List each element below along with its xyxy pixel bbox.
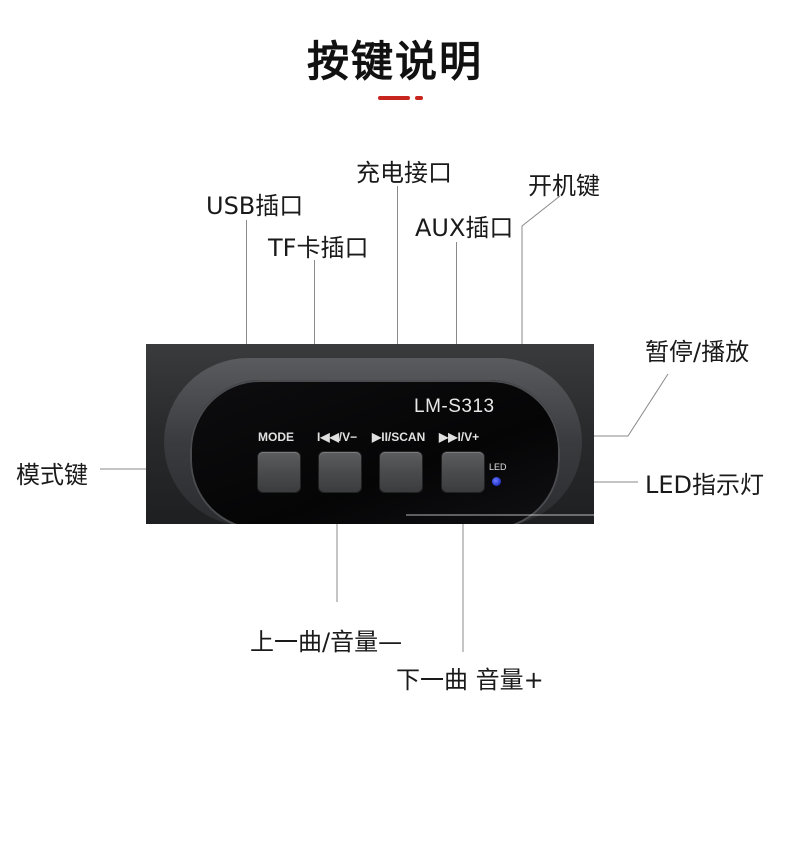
led-indicator bbox=[492, 477, 501, 486]
prev-button-label: I◀◀/V− bbox=[317, 430, 358, 444]
leader-power bbox=[521, 195, 561, 346]
page-title: 按键说明 bbox=[306, 37, 483, 86]
title-underline bbox=[378, 96, 410, 100]
device-face bbox=[190, 380, 560, 524]
callout-next: 下一曲 音量+ bbox=[396, 666, 544, 694]
led-label: LED bbox=[489, 462, 507, 472]
callout-charge: 充电接口 bbox=[356, 159, 452, 187]
callout-led: LED指示灯 bbox=[645, 471, 765, 499]
next-button-label: ▶▶I/V+ bbox=[439, 430, 480, 444]
callout-mode: 模式键 bbox=[16, 461, 88, 489]
leader-charge bbox=[397, 186, 398, 346]
mode-button-label: MODE bbox=[258, 430, 294, 444]
edge-highlight bbox=[406, 514, 594, 516]
play-button-label: ▶II/SCAN bbox=[372, 430, 426, 444]
callout-power: 开机键 bbox=[528, 172, 600, 200]
title-underline-dot bbox=[415, 96, 423, 100]
mode-button[interactable] bbox=[258, 452, 300, 492]
device-panel: LM-S313 MODE I◀◀/V− ▶II/SCAN ▶▶I/V+ LED bbox=[146, 344, 594, 524]
leader-aux bbox=[456, 242, 457, 344]
callout-aux: AUX插口 bbox=[415, 214, 514, 242]
callout-usb: USB插口 bbox=[206, 192, 304, 220]
callout-pause-play: 暂停/播放 bbox=[645, 338, 750, 366]
model-label: LM-S313 bbox=[414, 396, 495, 417]
leader-usb bbox=[246, 220, 247, 344]
play-pause-button[interactable] bbox=[380, 452, 422, 492]
callout-tf: TF卡插口 bbox=[268, 234, 369, 262]
prev-button[interactable] bbox=[319, 452, 361, 492]
next-button[interactable] bbox=[442, 452, 484, 492]
leader-tf bbox=[314, 260, 315, 344]
callout-prev: 上一曲/音量— bbox=[250, 628, 403, 656]
